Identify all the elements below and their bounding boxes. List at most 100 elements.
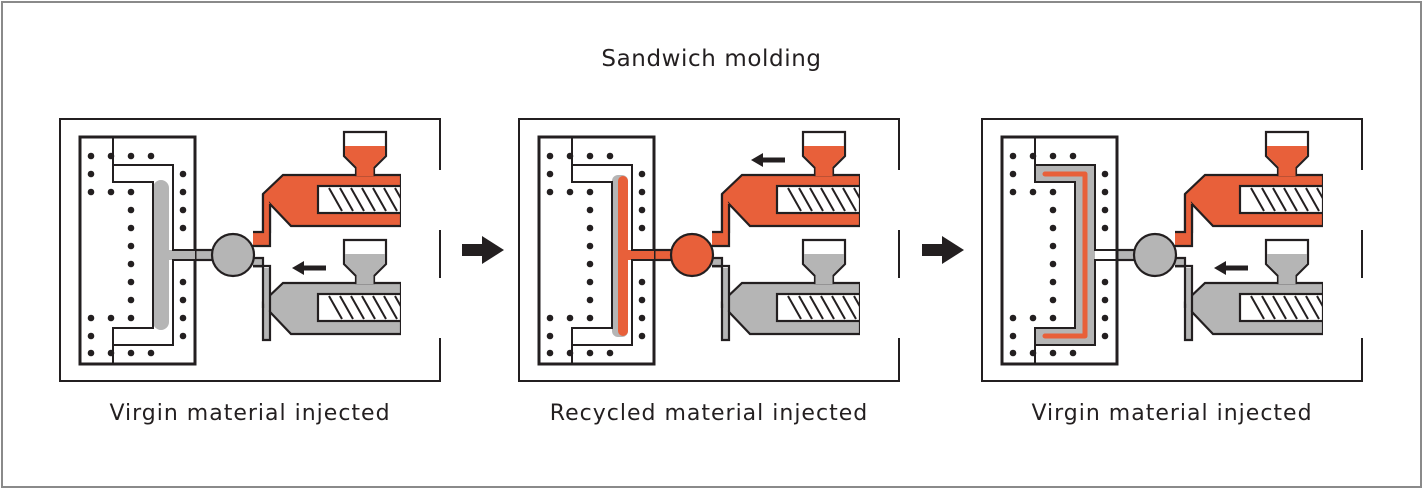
cooling-channel-dot [638,170,646,178]
injection-diagram-1 [78,130,441,366]
cooling-channel-dot [179,188,187,196]
panel-step-1 [59,118,441,382]
cooling-channel-dot [1029,314,1037,322]
cooling-channel-dot [566,152,574,160]
lower-injection-unit [720,238,900,342]
screw-flight [383,295,398,320]
cooling-channel-dot [107,152,115,160]
lower-injection-unit [1183,238,1363,342]
screw-flight [1305,295,1320,320]
screw-flight [328,295,343,320]
cooling-channel-dot [546,170,554,178]
cooling-channel-dot [1009,152,1017,160]
upper-injection-unit [720,130,900,234]
cooling-channel-dot [1049,260,1057,268]
screw-flight [842,187,857,212]
cooling-channel-dot [1029,152,1037,160]
cooling-channel-dot [586,314,594,322]
screw-flight [820,295,835,320]
flow-arrow-shaft [302,265,326,271]
cooling-channel-dot [546,332,554,340]
screw-flight [1261,295,1276,320]
screw-flight [339,187,354,212]
screw-flight [1283,295,1298,320]
cooling-channel-dot [586,260,594,268]
screw-flight [1294,295,1309,320]
cooling-channel-dot [147,152,155,160]
panel-clip [860,278,900,338]
screw-flight [1305,187,1320,212]
cooling-channel-dot [1101,224,1109,232]
cavity-skin [153,180,169,330]
cooling-channel-dot [638,314,646,322]
cooling-channel-dot [1009,314,1017,322]
cooling-channel-dot [1029,188,1037,196]
lower-runner-edge [712,256,724,308]
cavity-skin [1035,165,1095,345]
cooling-channel-dot [127,242,135,250]
upper-runner-edge [1173,204,1194,248]
cooling-channel-dot [566,314,574,322]
cooling-channel-dot [546,188,554,196]
lower-runner [712,258,729,312]
upper-runner [253,194,270,246]
cavity-inner-edge [571,165,613,345]
cooling-channel-dot [1101,296,1109,304]
panel-step-2 [518,118,900,382]
flow-arrow-head [292,261,304,275]
hopper-material [345,254,385,284]
screw-flight [372,295,387,320]
caption-step-3: Virgin material injected [1031,401,1313,426]
cooling-channel-dot [546,314,554,322]
hopper-material [1267,254,1307,284]
cooling-channel-dot [1049,242,1057,250]
cooling-channel-dot [179,224,187,232]
cooling-channel-dot [586,349,594,357]
upper-runner-edge [251,204,272,248]
cooling-channel-dot [638,332,646,340]
panel-clip [401,170,441,230]
cooling-channel-dot [147,349,155,357]
screw-flight [350,187,365,212]
cooling-channel-dot [546,349,554,357]
cooling-channel-dot [1049,296,1057,304]
screw-flight [820,187,835,212]
cooling-channel-dot [586,242,594,250]
cooling-channel-dot [1049,188,1057,196]
screw-flight [339,295,354,320]
cooling-channel-dot [1101,170,1109,178]
figure-title: Sandwich molding [601,46,822,72]
screw-flight [842,295,857,320]
cooling-channel-dot [107,188,115,196]
cooling-channel-dot [179,296,187,304]
cooling-channel-dot [107,314,115,322]
screw-flight [1283,187,1298,212]
upper-injection-unit [1183,130,1363,234]
screw-flight [798,187,813,212]
screw-flight [1294,187,1309,212]
screw-flight [350,295,365,320]
cooling-channel-dot [1029,349,1037,357]
cooling-channel-dot [638,206,646,214]
screw-flight [1250,187,1265,212]
cooling-channel-dot [1049,224,1057,232]
cooling-channel-dot [127,349,135,357]
cooling-channel-dot [127,152,135,160]
upper-runner [1175,194,1192,246]
flow-arrow-head [751,153,763,167]
cooling-channel-dot [586,152,594,160]
cooling-channel-dot [638,188,646,196]
upper-runner-edge [710,204,731,248]
screw-chamber [1238,184,1325,215]
cooling-channel-dot [87,332,95,340]
upper-runner-edge [712,194,724,234]
cooling-channel-dot [127,224,135,232]
cooling-channel-dot [179,332,187,340]
hopper-material [804,254,844,284]
cooling-channel-dot [1101,278,1109,286]
lower-injection-unit [261,238,441,342]
cooling-channel-dot [1009,188,1017,196]
cooling-channel-dot [127,188,135,196]
screw-flight [328,187,343,212]
panel-step-3 [981,118,1363,382]
